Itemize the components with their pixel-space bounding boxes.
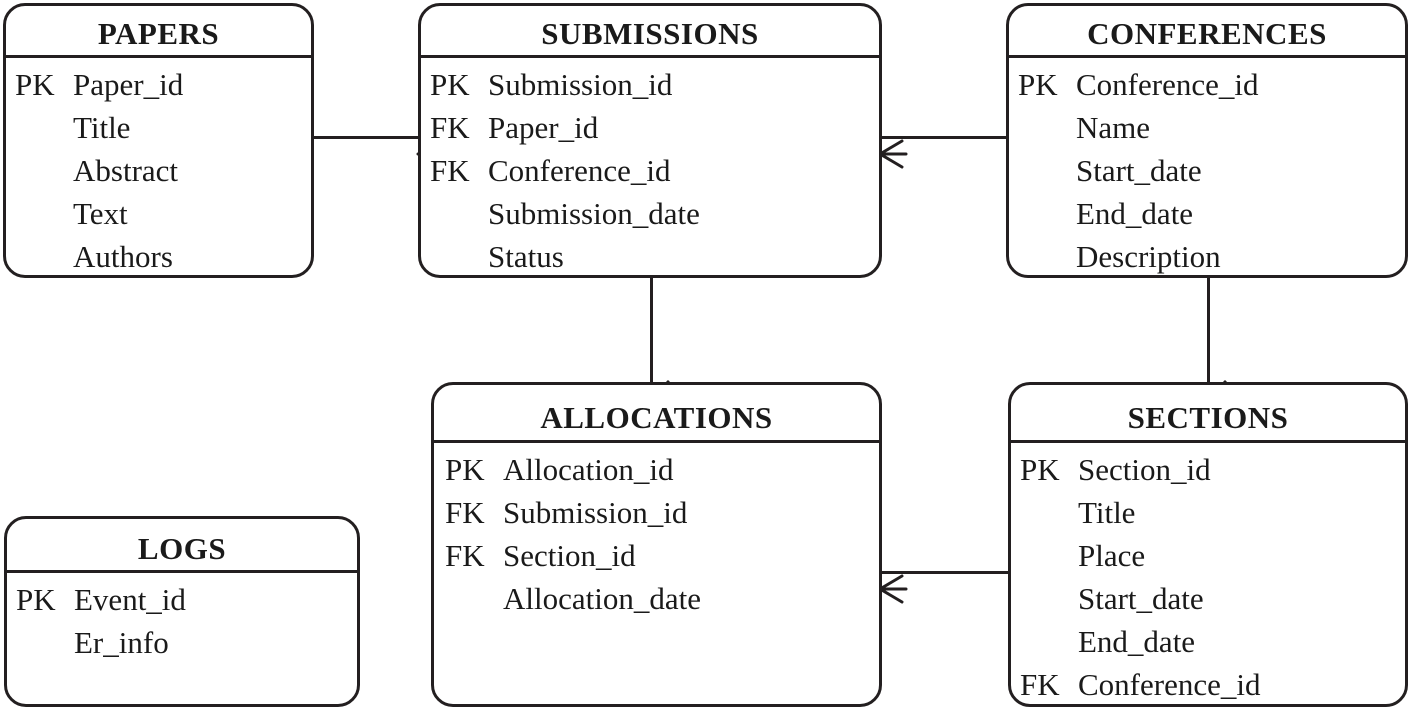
attribute-list-submissions: PK Submission_id FK Paper_id FK Conferen… <box>421 63 879 275</box>
attribute-name: Allocation_id <box>503 452 674 487</box>
entity-title-sections: SECTIONS <box>1127 400 1289 435</box>
relationship-line-conferences-submissions <box>882 136 1008 139</box>
relationship-line-conferences-sections <box>1207 278 1210 382</box>
attribute-list-sections: PK Section_id Title Place Start_date End… <box>1011 448 1405 704</box>
attribute-row: FK Submission_id <box>445 491 868 534</box>
attribute-row: End_date <box>1020 620 1396 663</box>
attribute-row: Abstract <box>15 149 302 192</box>
attribute-key: PK <box>1018 67 1058 102</box>
attribute-name: Text <box>73 196 128 231</box>
attribute-name: Start_date <box>1076 153 1202 188</box>
entity-divider-conferences <box>1009 55 1405 58</box>
attribute-key: PK <box>430 67 470 102</box>
attribute-name: Paper_id <box>488 110 599 145</box>
attribute-name: Event_id <box>74 582 186 617</box>
entity-logs[interactable]: LOGS PK Event_id Er_info <box>4 516 360 707</box>
attribute-name: Er_info <box>74 625 169 660</box>
entity-divider-sections <box>1011 440 1405 443</box>
attribute-name: Authors <box>73 239 173 274</box>
attribute-row: PK Section_id <box>1020 448 1396 491</box>
attribute-name: Title <box>73 110 131 145</box>
entity-title-papers: PAPERS <box>97 16 220 51</box>
attribute-list-logs: PK Event_id Er_info <box>7 578 357 664</box>
attribute-key: FK <box>430 110 470 145</box>
entity-divider-logs <box>7 570 357 573</box>
attribute-row: Status <box>430 235 870 275</box>
attribute-name: Description <box>1076 239 1221 274</box>
relationship-line-submissions-allocations <box>650 278 653 382</box>
attribute-key: PK <box>1020 452 1060 487</box>
attribute-row: PK Conference_id <box>1018 63 1396 106</box>
attribute-name: Status <box>488 239 564 274</box>
attribute-name: Name <box>1076 110 1151 145</box>
entity-allocations[interactable]: ALLOCATIONS PK Allocation_id FK Submissi… <box>431 382 882 707</box>
attribute-row: FK Conference_id <box>430 149 870 192</box>
attribute-row: FK Conference_id <box>1020 663 1396 704</box>
attribute-key: PK <box>15 67 55 102</box>
attribute-list-allocations: PK Allocation_id FK Submission_id FK Sec… <box>434 448 879 620</box>
entity-title-allocations: ALLOCATIONS <box>540 400 773 435</box>
entity-divider-papers <box>6 55 311 58</box>
attribute-name: Submission_id <box>503 495 688 530</box>
entity-divider-submissions <box>421 55 879 58</box>
attribute-name: Submission_id <box>488 67 673 102</box>
attribute-name: Conference_id <box>1076 67 1259 102</box>
attribute-row: Authors <box>15 235 302 275</box>
attribute-name: Section_id <box>1078 452 1211 487</box>
attribute-name: End_date <box>1078 624 1196 659</box>
attribute-row: End_date <box>1018 192 1396 235</box>
attribute-name: Submission_date <box>488 196 700 231</box>
attribute-name: Abstract <box>73 153 179 188</box>
attribute-key: FK <box>1020 667 1060 702</box>
attribute-name: Title <box>1078 495 1136 530</box>
attribute-key: PK <box>445 452 485 487</box>
entity-title-logs: LOGS <box>137 531 227 566</box>
entity-divider-allocations <box>434 440 879 443</box>
attribute-list-papers: PK Paper_id Title Abstract Text Authors <box>6 63 311 275</box>
attribute-row: Title <box>15 106 302 149</box>
attribute-name: Start_date <box>1078 581 1204 616</box>
attribute-row: Start_date <box>1018 149 1396 192</box>
attribute-row: Name <box>1018 106 1396 149</box>
attribute-list-conferences: PK Conference_id Name Start_date End_dat… <box>1009 63 1405 275</box>
attribute-row: FK Paper_id <box>430 106 870 149</box>
attribute-name: Conference_id <box>1078 667 1261 702</box>
attribute-row: Er_info <box>16 621 348 664</box>
attribute-row: PK Event_id <box>16 578 348 621</box>
attribute-key: FK <box>445 538 485 573</box>
relationship-line-papers-submissions <box>313 136 420 139</box>
entity-submissions[interactable]: SUBMISSIONS PK Submission_id FK Paper_id… <box>418 3 882 278</box>
attribute-name: Conference_id <box>488 153 671 188</box>
entity-conferences[interactable]: CONFERENCES PK Conference_id Name Start_… <box>1006 3 1408 278</box>
attribute-name: Allocation_date <box>503 581 701 616</box>
attribute-row: Start_date <box>1020 577 1396 620</box>
attribute-row: Place <box>1020 534 1396 577</box>
attribute-row: FK Section_id <box>445 534 868 577</box>
entity-title-submissions: SUBMISSIONS <box>541 16 759 51</box>
entity-title-conferences: CONFERENCES <box>1087 16 1327 51</box>
attribute-row: PK Allocation_id <box>445 448 868 491</box>
attribute-key: FK <box>430 153 470 188</box>
attribute-name: End_date <box>1076 196 1194 231</box>
relationship-line-sections-allocations <box>882 571 1010 574</box>
attribute-row: Submission_date <box>430 192 870 235</box>
attribute-row: Title <box>1020 491 1396 534</box>
attribute-row: Description <box>1018 235 1396 275</box>
attribute-name: Paper_id <box>73 67 184 102</box>
attribute-name: Section_id <box>503 538 636 573</box>
attribute-name: Place <box>1078 538 1146 573</box>
attribute-row: PK Paper_id <box>15 63 302 106</box>
attribute-row: Allocation_date <box>445 577 868 620</box>
attribute-key: PK <box>16 582 56 617</box>
attribute-row: Text <box>15 192 302 235</box>
attribute-row: PK Submission_id <box>430 63 870 106</box>
entity-sections[interactable]: SECTIONS PK Section_id Title Place Start… <box>1008 382 1408 707</box>
entity-papers[interactable]: PAPERS PK Paper_id Title Abstract Text A… <box>3 3 314 278</box>
attribute-key: FK <box>445 495 485 530</box>
